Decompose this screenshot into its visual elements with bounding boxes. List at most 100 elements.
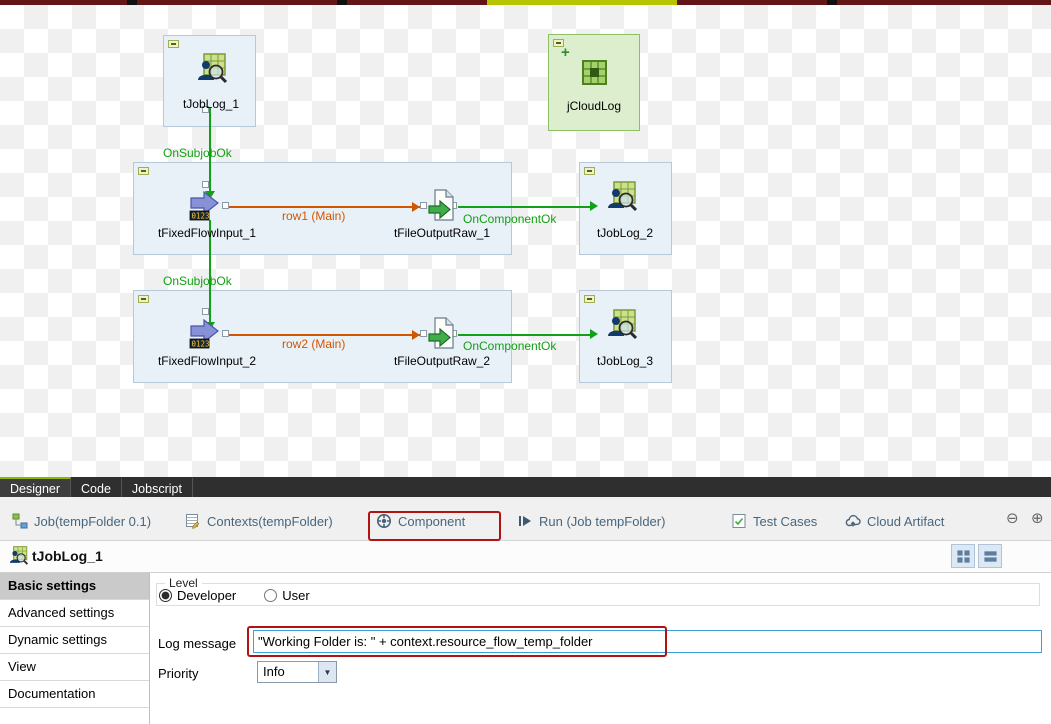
component-label: jCloudLog <box>566 99 622 113</box>
connection-oncomponentok-2-line <box>458 334 592 336</box>
level-group-label: Level <box>169 576 198 590</box>
annotation-box-component <box>368 511 501 541</box>
chevron-down-icon[interactable]: ▼ <box>318 662 336 682</box>
radio-user[interactable]: User <box>264 588 310 603</box>
collapse-subjob-icon[interactable] <box>584 295 595 303</box>
maximize-panel-icon[interactable]: ⊕ <box>1031 510 1044 527</box>
test-cases-icon <box>731 513 747 529</box>
tab-jobscript[interactable]: Jobscript <box>122 477 193 497</box>
log-message-input[interactable] <box>253 630 1042 653</box>
connection-oncomponentok-1-line <box>458 206 592 208</box>
panel-tab-job[interactable]: Job(tempFolder 0.1) <box>12 511 151 531</box>
component-label: tFixedFlowInput_1 <box>157 226 257 240</box>
contexts-icon <box>185 513 201 529</box>
layout-rows-button[interactable] <box>978 544 1002 568</box>
level-group: Level Developer User <box>156 576 1040 606</box>
panel-tab-test-cases-label: Test Cases <box>753 513 818 529</box>
panel-toolbar: Job(tempFolder 0.1) Contexts(tempFolder)… <box>0 497 1051 541</box>
connection-label-onsubjobok-1[interactable]: OnSubjobOk <box>163 146 232 160</box>
component-title: tJobLog_1 <box>32 548 103 564</box>
component-label: tJobLog_1 <box>182 97 240 111</box>
connection-port <box>222 202 229 209</box>
sidebar-item-dynamic-settings[interactable]: Dynamic settings <box>0 627 149 654</box>
priority-dropdown[interactable]: Info ▼ <box>257 661 337 683</box>
sidebar-item-basic-settings[interactable]: Basic settings <box>0 573 149 600</box>
job-design-canvas: + <box>0 5 1051 477</box>
top-strip-green-segment <box>487 0 677 5</box>
top-strip-mark <box>827 0 837 5</box>
collapse-subjob-icon[interactable] <box>138 295 149 303</box>
level-radio-row: Developer User <box>159 588 1039 603</box>
run-icon <box>517 513 533 529</box>
connection-row2-line <box>227 334 421 336</box>
panel-tab-component[interactable]: Component <box>376 511 465 531</box>
radio-user-input[interactable] <box>264 589 278 602</box>
connection-port <box>222 330 229 337</box>
top-strip-mark <box>127 0 137 5</box>
radio-user-label: User <box>282 588 310 603</box>
tjoblog-icon <box>195 53 227 85</box>
collapse-subjob-icon[interactable] <box>168 40 179 48</box>
log-message-label: Log message <box>158 636 237 651</box>
connection-label-row1[interactable]: row1 (Main) <box>282 209 346 223</box>
panel-tab-job-label: Job(tempFolder 0.1) <box>34 513 152 529</box>
top-edge-strip <box>0 0 1051 5</box>
tjoblog-icon <box>8 546 28 566</box>
panel-tab-contexts-label: Contexts(tempFolder) <box>207 513 333 529</box>
component-label: tFixedFlowInput_2 <box>157 354 257 368</box>
panel-tab-cloud-artifact-label: Cloud Artifact <box>867 513 945 529</box>
job-icon <box>12 513 28 529</box>
collapse-subjob-icon[interactable] <box>553 39 564 47</box>
sidebar-item-view[interactable]: View <box>0 654 149 681</box>
connection-label-row2[interactable]: row2 (Main) <box>282 337 346 351</box>
arrowhead-icon <box>590 329 598 339</box>
connection-label-oncomponentok-2[interactable]: OnComponentOk <box>463 339 557 353</box>
connection-onsubjobok-2-line <box>209 220 211 324</box>
radio-developer-label: Developer <box>177 588 237 603</box>
panel-tab-run[interactable]: Run (Job tempFolder) <box>517 511 665 531</box>
tab-designer[interactable]: Designer <box>0 477 72 497</box>
collapse-subjob-icon[interactable] <box>584 167 595 175</box>
connection-label-oncomponentok-1[interactable]: OnComponentOk <box>463 212 557 226</box>
connection-port <box>202 181 209 188</box>
editor-view-tabs: Designer Code Jobscript <box>0 477 1051 497</box>
connection-port <box>202 106 209 113</box>
tfixedflowinput-icon <box>189 189 221 221</box>
connection-port <box>202 308 209 315</box>
priority-dropdown-value: Info <box>263 664 285 679</box>
connection-label-onsubjobok-2[interactable]: OnSubjobOk <box>163 274 232 288</box>
panel-tab-test-cases[interactable]: Test Cases <box>731 511 817 531</box>
component-label: tJobLog_2 <box>596 226 654 240</box>
add-marker-icon: + <box>561 44 570 61</box>
rows-view-icon <box>983 549 998 564</box>
panel-tab-cloud-artifact[interactable]: Cloud Artifact <box>845 511 944 531</box>
connection-onsubjobok-1-line <box>209 108 211 193</box>
radio-developer[interactable]: Developer <box>159 588 236 603</box>
top-strip-mark <box>337 0 347 5</box>
layout-grid-button[interactable] <box>951 544 975 568</box>
component-label: tJobLog_3 <box>596 354 654 368</box>
grid-view-icon <box>956 549 971 564</box>
settings-sidebar: Basic settings Advanced settings Dynamic… <box>0 573 150 724</box>
priority-label: Priority <box>158 666 199 681</box>
panel-tab-run-label: Run (Job tempFolder) <box>539 513 666 529</box>
annotation-box-log-message <box>247 626 667 657</box>
panel-tab-contexts[interactable]: Contexts(tempFolder) <box>185 511 333 531</box>
tfileoutputraw-icon <box>426 317 458 349</box>
tab-code[interactable]: Code <box>71 477 122 497</box>
collapse-subjob-icon[interactable] <box>138 167 149 175</box>
connection-port <box>420 330 427 337</box>
sidebar-item-documentation[interactable]: Documentation <box>0 681 149 708</box>
connection-port <box>420 202 427 209</box>
minimize-panel-icon[interactable]: ⊖ <box>1006 510 1019 527</box>
component-label: tFileOutputRaw_2 <box>393 354 491 368</box>
arrowhead-icon <box>205 191 215 199</box>
tfileoutputraw-icon <box>426 189 458 221</box>
radio-developer-input[interactable] <box>159 589 172 602</box>
cloud-artifact-icon <box>845 513 861 529</box>
arrowhead-icon <box>412 330 420 340</box>
tjoblog-icon <box>605 309 637 341</box>
panel-tab-component-label: Component <box>398 513 466 529</box>
sidebar-item-advanced-settings[interactable]: Advanced settings <box>0 600 149 627</box>
